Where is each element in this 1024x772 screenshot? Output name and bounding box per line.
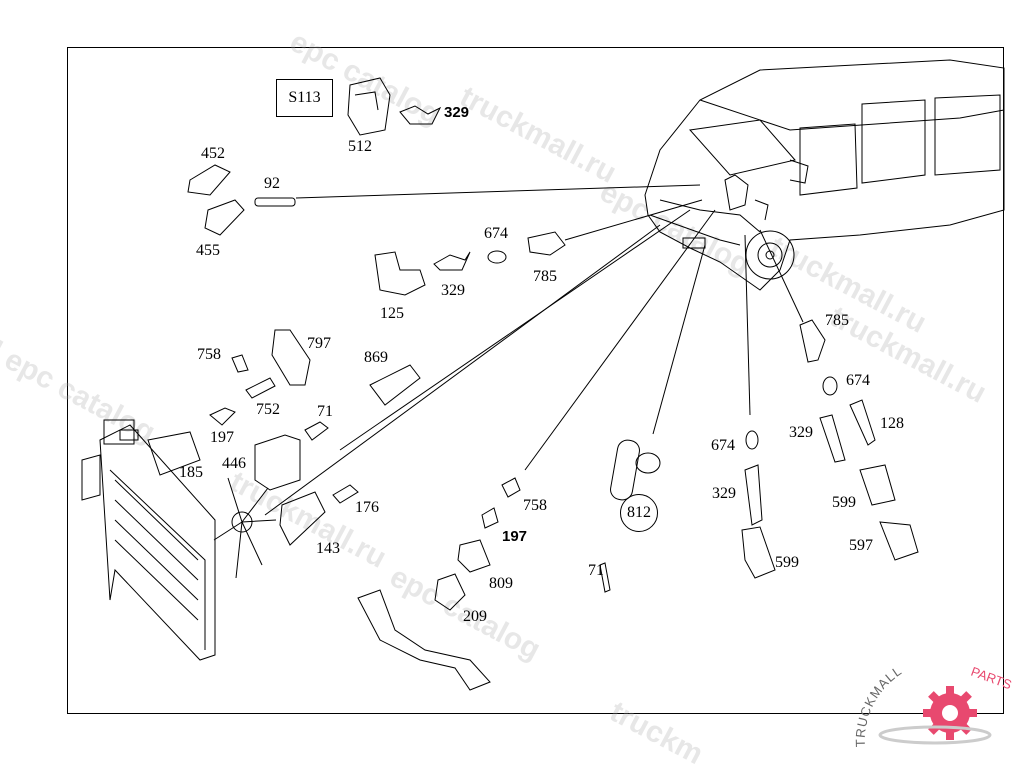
parts-illustration (81, 59, 1005, 691)
callout-809[interactable]: 809 (489, 575, 513, 592)
callout-71[interactable]: 71 (317, 403, 333, 420)
callout-209[interactable]: 209 (463, 608, 487, 625)
callout-599[interactable]: 599 (775, 554, 799, 571)
radiator-illustration (81, 419, 216, 661)
callout-329[interactable]: 329 (441, 282, 465, 299)
gear-icon (923, 686, 977, 740)
callout-599[interactable]: 599 (832, 494, 856, 511)
callout-197[interactable]: 197 (210, 429, 234, 446)
callout-869[interactable]: 869 (364, 349, 388, 366)
diagram-frame (67, 47, 1004, 714)
callout-71[interactable]: 71 (588, 562, 604, 579)
logo-text-right: PARTS (969, 664, 1014, 693)
brand-logo: TRUCKMALL PARTS (855, 655, 1020, 750)
callout-329[interactable]: 329 (789, 424, 813, 441)
circled-callout-812[interactable]: 812 (620, 494, 658, 532)
callout-197[interactable]: 197 (502, 528, 528, 545)
component-sketches (147, 77, 919, 691)
callout-797[interactable]: 797 (307, 335, 331, 352)
callout-512[interactable]: 512 (348, 138, 372, 155)
callout-446[interactable]: 446 (222, 455, 246, 472)
callout-597[interactable]: 597 (849, 537, 873, 554)
callout-758[interactable]: 758 (523, 497, 547, 514)
callout-92[interactable]: 92 (264, 175, 280, 192)
callout-185[interactable]: 185 (179, 464, 203, 481)
section-reference-box: S113 (276, 79, 333, 117)
fan-illustration (213, 477, 277, 579)
callout-128[interactable]: 128 (880, 415, 904, 432)
callout-674[interactable]: 674 (846, 372, 870, 389)
callout-758[interactable]: 758 (197, 346, 221, 363)
callout-176[interactable]: 176 (355, 499, 379, 516)
callout-452[interactable]: 452 (201, 145, 225, 162)
leader-lines (264, 184, 804, 516)
callout-674[interactable]: 674 (711, 437, 735, 454)
callout-143[interactable]: 143 (316, 540, 340, 557)
callout-752[interactable]: 752 (256, 401, 280, 418)
callout-329[interactable]: 329 (444, 104, 470, 121)
callout-674[interactable]: 674 (484, 225, 508, 242)
callout-329[interactable]: 329 (712, 485, 736, 502)
van-illustration (644, 59, 1005, 291)
callout-785[interactable]: 785 (825, 312, 849, 329)
callout-455[interactable]: 455 (196, 242, 220, 259)
callout-785[interactable]: 785 (533, 268, 557, 285)
callout-125[interactable]: 125 (380, 305, 404, 322)
